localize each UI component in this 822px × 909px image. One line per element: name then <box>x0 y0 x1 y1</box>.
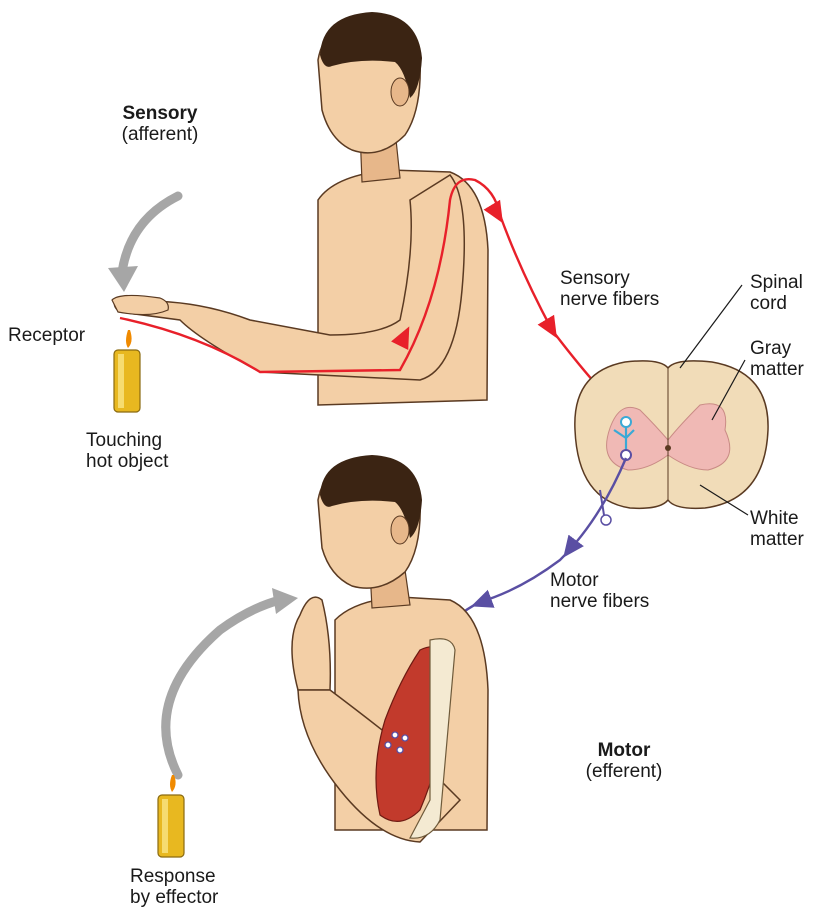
response-arrow-head <box>272 588 298 614</box>
motor-label: Motor (efferent) <box>578 740 670 782</box>
motor-fibers-line-1: Motor <box>550 570 649 591</box>
sensory-fibers-line-1: Sensory <box>560 268 659 289</box>
sensory-nerve-fibers-label: Sensory nerve fibers <box>560 268 659 310</box>
touching-line-1: Touching <box>86 430 168 451</box>
motor-fibers-line-2: nerve fibers <box>550 591 649 612</box>
white-line-2: matter <box>750 529 804 550</box>
gray-line-2: matter <box>750 359 804 380</box>
white-line-1: White <box>750 508 804 529</box>
motor-person-figure <box>292 455 488 842</box>
white-matter-label: White matter <box>750 508 804 550</box>
touching-line-2: hot object <box>86 451 168 472</box>
sensory-title: Sensory <box>112 103 208 124</box>
response-line-2: by effector <box>130 887 218 908</box>
sensory-label: Sensory (afferent) <box>112 103 208 145</box>
spinal-cord-label: Spinal cord <box>750 272 803 314</box>
response-by-effector-label: Response by effector <box>130 866 218 908</box>
spinal-line-2: cord <box>750 293 803 314</box>
gray-matter-label: Gray matter <box>750 338 804 380</box>
motor-nerve-fibers-label: Motor nerve fibers <box>550 570 649 612</box>
stimulus-arrow-head <box>108 266 138 292</box>
motor-subtitle: (efferent) <box>578 761 670 782</box>
sensory-arrow-2 <box>546 320 552 330</box>
response-line-1: Response <box>130 866 218 887</box>
sensory-subtitle: (afferent) <box>112 124 208 145</box>
motor-title: Motor <box>578 740 670 761</box>
sensory-person-figure <box>112 12 488 405</box>
response-arrow <box>166 600 280 775</box>
candle-top <box>114 330 140 412</box>
sensory-fibers-line-2: nerve fibers <box>560 289 659 310</box>
touching-hot-object-label: Touching hot object <box>86 430 168 472</box>
spinal-line-1: Spinal <box>750 272 803 293</box>
receptor-label: Receptor <box>8 325 85 346</box>
gray-line-1: Gray <box>750 338 804 359</box>
candle-bottom <box>158 775 184 857</box>
stimulus-arrow <box>122 196 178 272</box>
